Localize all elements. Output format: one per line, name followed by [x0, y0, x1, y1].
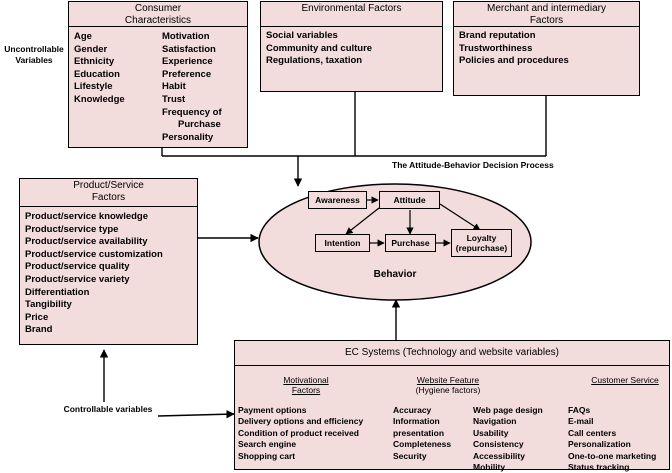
product-title: Product/Service Factors	[20, 179, 197, 207]
ec-title: EC Systems (Technology and website varia…	[235, 341, 669, 366]
website-feature-item: Web page design	[473, 405, 543, 415]
website-feature-item: Consistency	[473, 439, 524, 450]
product-item: Product/service type	[25, 223, 119, 235]
customer-service-header: Customer Service	[591, 375, 659, 385]
website-feature-item: Accessibility	[473, 450, 525, 461]
merchant-list: Brand reputation Trustworthiness Policie…	[454, 27, 639, 68]
environmental-factors-box: Environmental Factors Social variables C…	[260, 1, 443, 92]
product-item: Product/service availability	[25, 236, 148, 248]
consumer-item: Personality	[162, 131, 214, 143]
product-item: Product/service customization	[25, 248, 163, 260]
consumer-item: Knowledge	[74, 93, 125, 105]
merchant-factors-box: Merchant and intermediary Factors Brand …	[453, 1, 640, 96]
motivational-item: Delivery options and efficiency	[238, 416, 364, 427]
intention-box: Intention	[315, 234, 370, 252]
environmental-item: Social variables	[266, 30, 338, 41]
loyalty-box: Loyalty (repurchase)	[451, 229, 512, 257]
website-feature-header: Website Feature	[416, 375, 480, 385]
product-item: Brand	[25, 324, 53, 336]
website-feature-list-1: Accuracy Information presentation Comple…	[393, 405, 451, 462]
consumer-item: Lifestyle	[74, 81, 113, 93]
consumer-item: Age	[74, 31, 92, 42]
consumer-item: Frequency of	[162, 106, 222, 118]
website-feature-item: Information	[393, 416, 440, 427]
environmental-list: Social variables Community and culture R…	[261, 27, 442, 68]
attitude-to-loyalty-arrow	[439, 203, 481, 231]
consumer-item: Gender	[74, 43, 108, 55]
consumer-characteristics-box: Consumer Characteristics Age Gender Ethn…	[68, 1, 248, 148]
consumer-item: Satisfaction	[162, 43, 216, 55]
website-feature-item: presentation	[393, 427, 445, 438]
product-item: Differentiation	[25, 286, 90, 298]
consumer-item: Purchase	[178, 119, 221, 131]
product-item: Product/service knowledge	[25, 211, 149, 222]
consumer-col1: Age Gender Ethnicity Education Lifestyle…	[69, 28, 125, 107]
product-item: Price	[25, 311, 49, 323]
website-feature-subheader: (Hygiene factors)	[415, 385, 481, 395]
controllable-label: Controllable variables	[63, 404, 153, 414]
product-item: Product/service quality	[25, 261, 130, 273]
product-service-box: Product/Service Factors Product/service …	[19, 178, 198, 345]
consumer-item: Preference	[162, 68, 212, 80]
ec-systems-box: EC Systems (Technology and website varia…	[234, 340, 670, 473]
purchase-box: Purchase	[385, 234, 436, 252]
website-feature-item: Security	[393, 450, 427, 461]
customer-service-item: FAQs	[568, 405, 591, 415]
attitude-to-intention-arrow	[345, 207, 380, 235]
consumer-col2: Motivation Satisfaction Experience Prefe…	[157, 28, 222, 144]
consumer-item: Trust	[162, 93, 186, 105]
website-feature-item: Mobility	[473, 462, 506, 473]
product-item: Product/service variety	[25, 273, 130, 285]
consumer-item: Education	[74, 68, 120, 80]
uncontrollable-label: Uncontrollable Variables	[4, 44, 64, 65]
consumer-item: Experience	[162, 56, 213, 68]
consumer-title: Consumer Characteristics	[69, 2, 247, 27]
website-feature-item: Usability	[473, 427, 509, 438]
motivational-header: Motivational Factors	[283, 375, 329, 395]
customer-service-item: Status tracking	[568, 462, 630, 473]
customer-service-item: Personalization	[568, 439, 631, 450]
attitude-box: Attitude	[379, 191, 440, 209]
environmental-item: Community and culture	[266, 42, 373, 54]
customer-service-item: E-mail	[568, 416, 594, 427]
motivational-list: Payment options Delivery options and eff…	[238, 405, 363, 462]
merchant-item: Brand reputation	[459, 30, 536, 41]
motivational-item: Payment options	[238, 405, 307, 415]
controllable-to-ec-arrow	[157, 410, 235, 419]
consumer-item: Ethnicity	[74, 56, 115, 68]
consumer-item: Habit	[162, 81, 186, 93]
customer-service-item: One-to-one marketing	[568, 450, 657, 461]
environmental-item: Regulations, taxation	[266, 55, 363, 67]
merchant-item: Policies and procedures	[459, 55, 569, 67]
merchant-title: Merchant and intermediary Factors	[454, 2, 639, 27]
customer-service-list: FAQs E-mail Call centers Personalization…	[568, 405, 656, 473]
process-title: The Attitude-Behavior Decision Process	[392, 160, 554, 170]
behavior-label: Behavior	[373, 269, 417, 280]
consumer-item: Motivation	[162, 31, 210, 42]
awareness-box: Awareness	[308, 191, 367, 209]
product-list: Product/service knowledge Product/servic…	[20, 207, 197, 337]
website-feature-item: Accuracy	[393, 405, 432, 415]
website-feature-list-2: Web page design Navigation Usability Con…	[473, 405, 543, 473]
motivational-item: Condition of product received	[238, 427, 359, 438]
motivational-item: Search engine	[238, 439, 297, 450]
environmental-title: Environmental Factors	[261, 2, 442, 27]
motivational-item: Shopping cart	[238, 450, 296, 461]
product-item: Tangibility	[25, 299, 72, 311]
website-feature-item: Completeness	[393, 439, 452, 450]
website-feature-item: Navigation	[473, 416, 517, 427]
customer-service-item: Call centers	[568, 427, 617, 438]
merchant-item: Trustworthiness	[459, 42, 533, 54]
